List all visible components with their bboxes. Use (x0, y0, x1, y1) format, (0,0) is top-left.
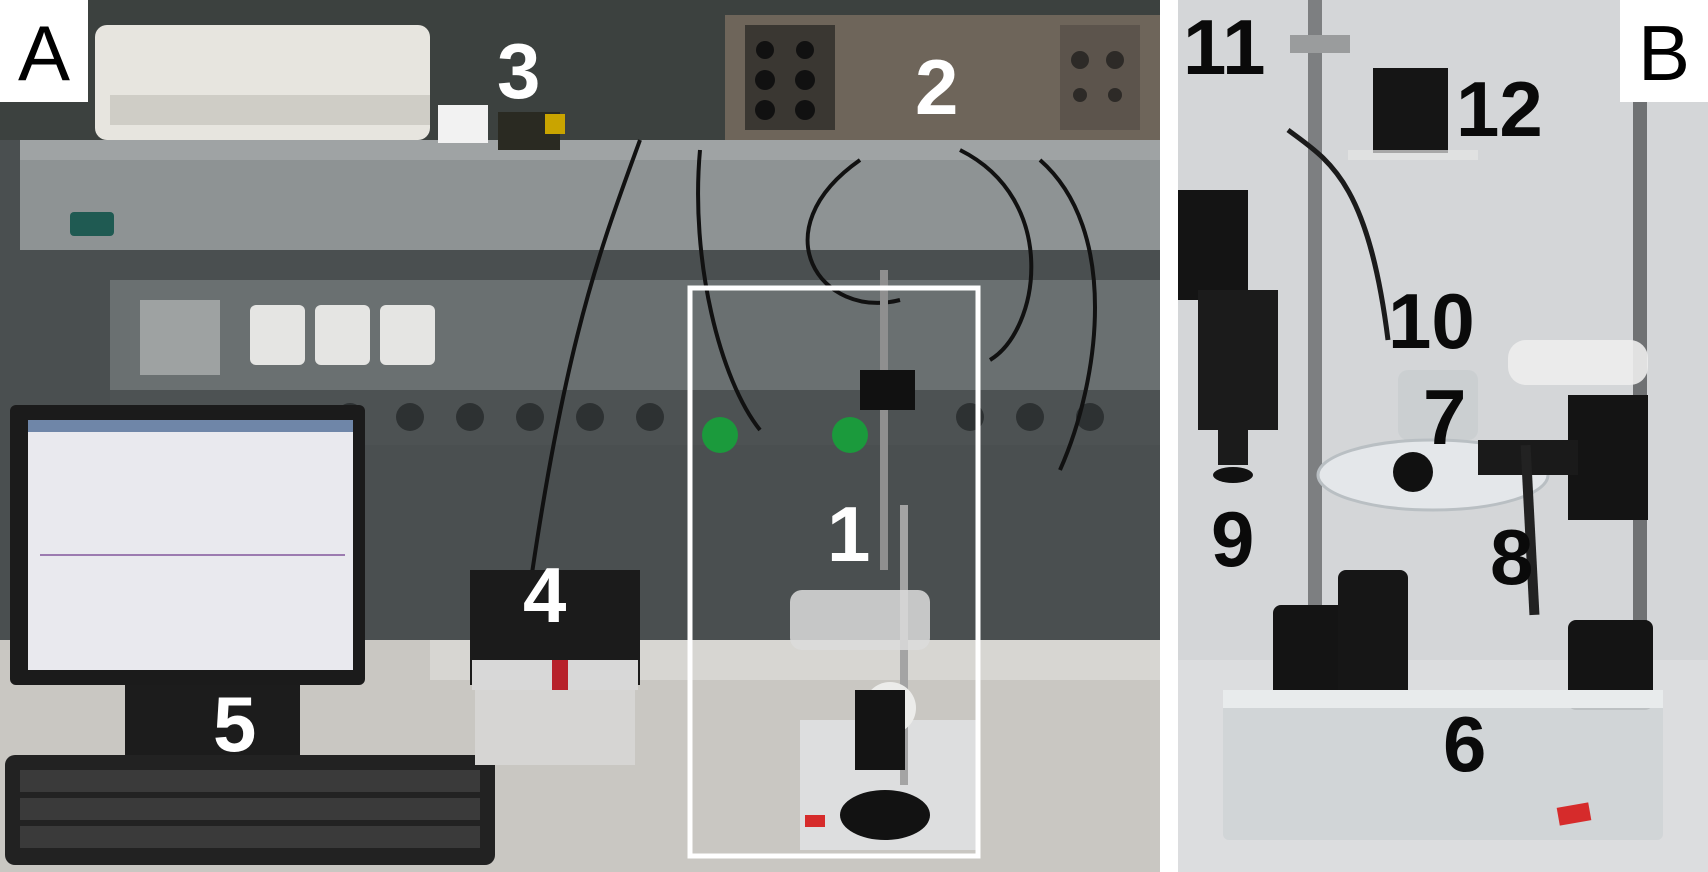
label-11: 11 (1183, 3, 1266, 91)
label-4: 4 (523, 551, 567, 639)
label-2: 2 (915, 43, 959, 131)
label-12: 12 (1456, 65, 1543, 153)
shelf (20, 140, 1160, 160)
panel-a-letter: A (0, 0, 89, 102)
label-8: 8 (1490, 513, 1534, 601)
recording-chamber (1398, 370, 1478, 440)
panel-b-letter: B (1619, 0, 1708, 102)
acrylic-base (1223, 690, 1663, 840)
label-9: 9 (1211, 495, 1255, 583)
label-5: 5 (213, 680, 257, 768)
panel-a-photo: A 1 2 3 4 5 (0, 0, 1160, 872)
support-rod-left (1308, 0, 1322, 620)
label-7: 7 (1423, 373, 1467, 461)
label-1: 1 (827, 490, 871, 578)
label-10: 10 (1388, 277, 1475, 365)
panel-b-scene (1178, 0, 1708, 872)
panel-b-photo: B 11 12 10 7 9 8 6 (1178, 0, 1708, 872)
label-3: 3 (497, 27, 541, 115)
light-box (1373, 68, 1448, 153)
micromanipulator (1178, 190, 1248, 300)
panel-a-scene (0, 0, 1160, 872)
label-6: 6 (1443, 700, 1487, 788)
setup-highlight-box (687, 285, 981, 859)
